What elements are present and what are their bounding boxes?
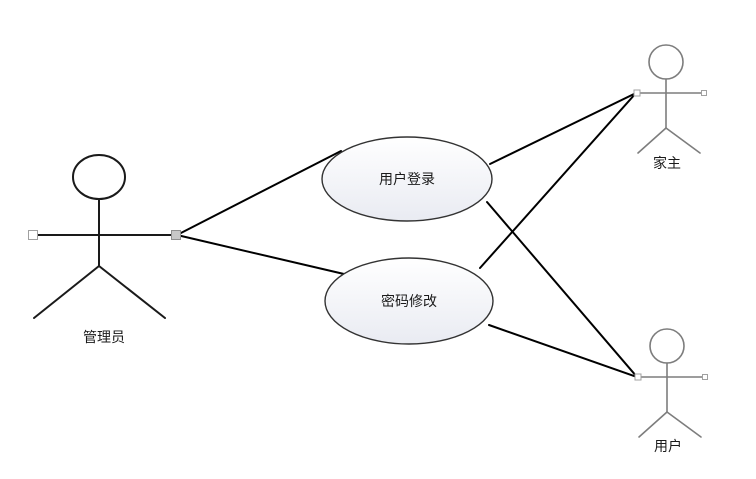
actor-leg-left (33, 265, 100, 319)
admin-arm-right-handle[interactable] (171, 230, 181, 240)
use-case-ellipse (321, 136, 493, 222)
user-arm-left-handle[interactable] (634, 373, 642, 381)
actor-head (649, 328, 685, 364)
association-login-homeowner[interactable] (489, 92, 637, 165)
actor-leg-right (98, 265, 166, 319)
actor-leg-right (666, 411, 702, 438)
association-admin-change-password[interactable] (176, 234, 345, 275)
association-admin-login[interactable] (176, 150, 342, 236)
user-arm-right-handle[interactable] (702, 374, 708, 380)
use-case-ellipse (324, 257, 494, 345)
use-case-label: 用户登录 (379, 171, 435, 187)
use-case-change-password[interactable]: 密码修改 (324, 257, 494, 345)
actor-label: 管理员 (83, 329, 125, 345)
admin-arm-left-handle[interactable] (28, 230, 38, 240)
association-change-password-homeowner[interactable] (479, 92, 637, 269)
actor-admin[interactable]: 管理员 (32, 154, 177, 345)
actor-head (72, 154, 126, 200)
actor-homeowner[interactable]: 家主 (636, 44, 705, 171)
actor-user[interactable]: 用户 (637, 328, 706, 454)
association-change-password-user[interactable] (488, 324, 638, 378)
actor-leg-left (637, 127, 667, 154)
actor-leg-right (665, 127, 701, 154)
homeowner-arm-right-handle[interactable] (701, 90, 707, 96)
actor-label: 家主 (653, 155, 681, 171)
selection-handles (28, 89, 708, 381)
actor-leg-left (638, 411, 668, 438)
actor-label: 用户 (654, 438, 682, 454)
homeowner-arm-left-handle[interactable] (633, 89, 641, 97)
use-case-label: 密码修改 (381, 293, 437, 309)
actor-head (648, 44, 684, 80)
association-lines (176, 92, 638, 378)
use-case-login[interactable]: 用户登录 (321, 136, 493, 222)
